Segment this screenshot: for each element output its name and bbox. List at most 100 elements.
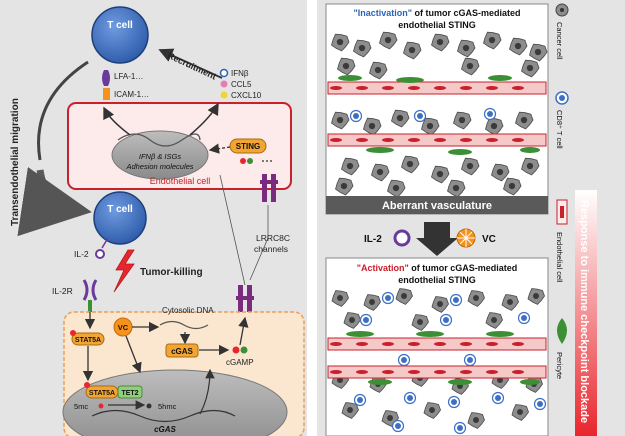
cancer-cell-nucleus [466,162,474,170]
aberrant-vasculature-label: Aberrant vasculature [382,200,492,212]
endothelial-nucleus-mark [434,370,446,374]
cancer-cell-nucleus [368,122,376,130]
5mc-dot [98,403,104,409]
inactivation-word: "Inactivation" [353,8,412,18]
inactivation-title: "Inactivation" of tumor cGAS-mediated [353,8,520,18]
cd8-t-cell-core [401,357,407,363]
endothelial-nucleus-mark [460,138,472,142]
t-cell-label: T cell [107,20,133,31]
cancer-cell-nucleus [508,182,516,190]
cd8-t-cell-core [385,295,391,301]
cancer-cell-nucleus [347,407,353,413]
cancer-cell-nucleus [514,42,522,50]
stat5a-protein-icon [71,332,105,346]
endothelial-nucleus-mark [330,370,342,374]
endothelial-nucleus-mark [408,370,420,374]
cytosolic-dna-label: Cytosolic DNA [162,306,214,315]
arrow-to-icam [103,106,131,136]
aberrant-vessel-scene [327,31,548,198]
lrrc8c-connector [249,205,269,281]
icam1-label: ICAM-1… [114,90,149,99]
lrrc8c-channel-upper [260,174,278,202]
t-cell-mid-label: T cell [107,204,133,215]
chemokine-cxcl10: CXCL10 [231,91,262,100]
pericyte-icon [520,379,540,385]
activation-rest: of tumor cGAS-mediated [409,263,518,273]
cd8-t-cell-core [467,357,473,363]
cgamp-dot-b [247,158,253,164]
cancer-cell-nucleus [473,417,479,423]
pericyte-icon [368,379,392,385]
cd8-t-cell-core [353,113,359,119]
vc-label-left: VC [118,323,129,332]
cancer-cell-nucleus [346,162,354,170]
cancer-cell-nucleus [349,317,355,323]
orange-segments [457,229,475,247]
transendothelial-label: Transendothelial migration [10,98,21,226]
vc-label-right: VC [482,234,496,245]
cancer-cell-nucleus [437,301,443,307]
tet2-protein-icon [117,385,143,399]
legend-pericyte: Pericyte [555,352,564,379]
icam1-receptor-icon [103,88,110,100]
cancer-cell-nucleus [374,66,382,74]
cancer-cell-nucleus [336,38,344,46]
endothelial-nucleus-mark [330,86,342,90]
pericyte-icon [486,331,514,337]
endothelial-nucleus [111,130,209,180]
lightning-bolt-icon [113,249,135,293]
lrrc8c-channel-lower [236,285,254,315]
inactivation-line2: endothelial STING [398,20,476,30]
ifn-isgs-label: IFNβ & ISGs [139,152,181,161]
pericyte-icon [520,147,540,153]
cancer-cell-nucleus [376,168,384,176]
5hmc-dot [146,403,152,409]
tumor-killing-label: Tumor-killing [140,267,203,278]
cancer-cell-nucleus [526,64,534,72]
cancer-cell-nucleus [462,44,470,52]
cancer-cell-nucleus [452,184,460,192]
pericyte-icon [338,75,362,81]
endothelial-nucleus-mark [486,86,498,90]
dna-strand-icon [117,133,201,147]
il2r-label: IL-2R [52,286,73,296]
recruitment-arrow [158,48,223,79]
cgas-protein-icon [165,343,199,358]
legend-cancer-cell: Cancer cell [555,22,564,60]
response-label: Response to immune checkpoint blockade [578,200,590,423]
chemokine-ifnb: IFNβ [231,69,249,78]
endothelial-nucleus-mark [486,370,498,374]
legend-pericyte-icon [557,318,567,344]
activation-word: "Activation" [357,263,409,273]
sting-protein-icon [229,138,267,154]
sting-label: STING [236,142,260,151]
cgas-gene-label: cGAS [154,425,176,434]
cd8-t-cell-core [453,297,459,303]
endothelial-nucleus-mark [512,86,524,90]
endothelial-nucleus-mark [356,86,368,90]
pericyte-icon [366,147,394,153]
cancer-cell-nucleus [392,184,400,192]
endothelial-nucleus-mark [330,138,342,142]
endothelial-nucleus-mark [460,86,472,90]
il2-label-right: IL-2 [364,234,382,245]
cancer-cell-nucleus [417,319,423,325]
cancer-cell-nucleus [491,317,497,323]
cancer-cell-nucleus [337,295,343,301]
cancer-cell-nucleus [466,62,474,70]
5hmc-label: 5hmc [158,402,177,411]
cancer-cell-nucleus [401,293,407,299]
cancer-cell-nucleus [336,116,344,124]
cancer-cell-nucleus [436,38,444,46]
endothelial-nucleus-mark [460,370,472,374]
cgamp-dot-d [240,346,248,354]
activation-title: "Activation" of tumor cGAS-mediated [357,263,518,273]
legend-cancer-nucleus [560,8,564,12]
endothelial-nucleus-mark [512,342,524,346]
gene-to-cgas-arrow [199,368,215,415]
il2r-receptor-icon [82,279,98,301]
inactivation-rest: of tumor cGAS-mediated [412,8,521,18]
cd8-t-cell-core [357,397,363,403]
cgamp-dot-a [240,158,246,164]
response-gradient-bar [575,190,597,436]
